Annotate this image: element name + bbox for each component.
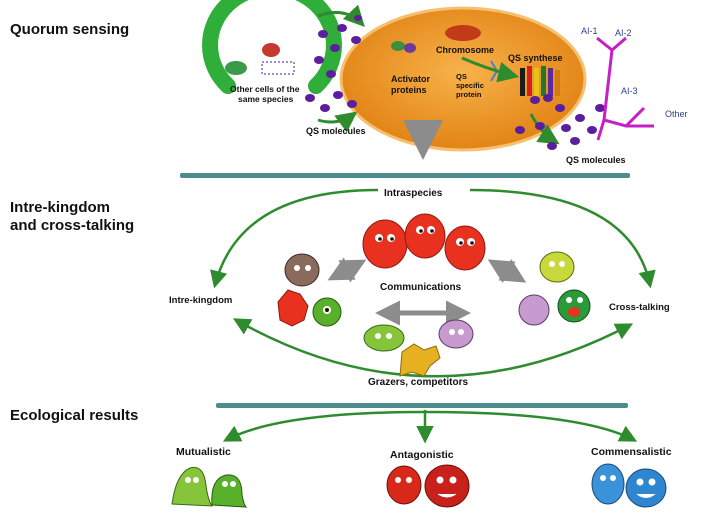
ai1-label: AI-1 (581, 26, 598, 36)
arrow-intraspecies-to-intre (210, 188, 379, 289)
arrow-to-commensalistic (424, 410, 638, 442)
qs-molecules-left-label: QS molecules (306, 126, 366, 136)
commensalistic-label: Commensalistic (591, 446, 672, 458)
left-microbe-group-icon (277, 253, 342, 327)
cross-talking-label: Cross-talking (609, 302, 670, 313)
section-title-intre-line2: and cross-talking (10, 217, 134, 234)
chromosome-icon (445, 25, 481, 41)
top-arrow (317, 4, 365, 28)
mutualistic-microbes-icon (171, 466, 248, 508)
ai2-label: AI-2 (615, 28, 632, 38)
ai3-label: AI-3 (621, 86, 638, 96)
organelle-icon (225, 61, 247, 75)
divider-bottom (216, 403, 628, 408)
arrow-intraspecies-to-cross (469, 188, 656, 289)
section-title-intre-line1: Intre-kingdom (10, 199, 110, 216)
other-cells-label-line1: Other cells of the (230, 84, 300, 94)
other-label: Other (665, 109, 688, 119)
bottom-left-arrow (317, 111, 358, 133)
antagonistic-label: Antagonistic (390, 449, 454, 461)
release-arrow (529, 113, 560, 145)
arrow-to-mutualistic (222, 410, 426, 442)
membrane-fragment-icon (261, 61, 295, 75)
mitochondrion-icon (262, 43, 280, 57)
arrow-intre-to-cross (232, 318, 634, 378)
antagonistic-microbes-icon (386, 464, 470, 508)
gray-arrow-right (487, 258, 527, 284)
qs-molecules-cluster (305, 15, 605, 150)
qs-synthese-label: QS synthese (508, 53, 563, 63)
qs-synthase-icon (520, 66, 560, 96)
qs-specific-label-line3: protein (456, 90, 482, 99)
activator-label-line2: proteins (391, 85, 427, 95)
commensalistic-microbes-icon (591, 463, 667, 508)
qs-specific-label-line1: QS (456, 72, 467, 81)
mutualistic-label: Mutualistic (176, 446, 231, 458)
red-microbe-group-icon (362, 213, 486, 271)
activator-label-line1: Activator (391, 74, 431, 84)
divider-top (180, 173, 630, 178)
intre-kingdom-label: Intre-kingdom (169, 295, 232, 306)
activator-protein-icon (391, 41, 405, 51)
gray-arrow-left (327, 257, 367, 283)
other-cells-label-line2: same species (238, 94, 294, 104)
activator-protein-icon-2 (404, 43, 416, 53)
grazer-microbe-group-icon (363, 319, 474, 377)
communications-label: Communications (380, 282, 462, 293)
qs-molecules-right-label: QS molecules (566, 155, 626, 165)
synthesis-arrow (461, 56, 520, 83)
intraspecies-label: Intraspecies (384, 188, 443, 199)
right-microbe-group-icon (518, 251, 591, 326)
autoinducer-receptor-icon (596, 36, 654, 141)
qs-specific-label-line2: specific (456, 81, 484, 90)
chromosome-label: Chromosome (436, 45, 494, 55)
section-title-ecological: Ecological results (10, 407, 138, 424)
section-title-quorum: Quorum sensing (10, 21, 129, 38)
grazers-label: Grazers, competitors (368, 377, 468, 388)
